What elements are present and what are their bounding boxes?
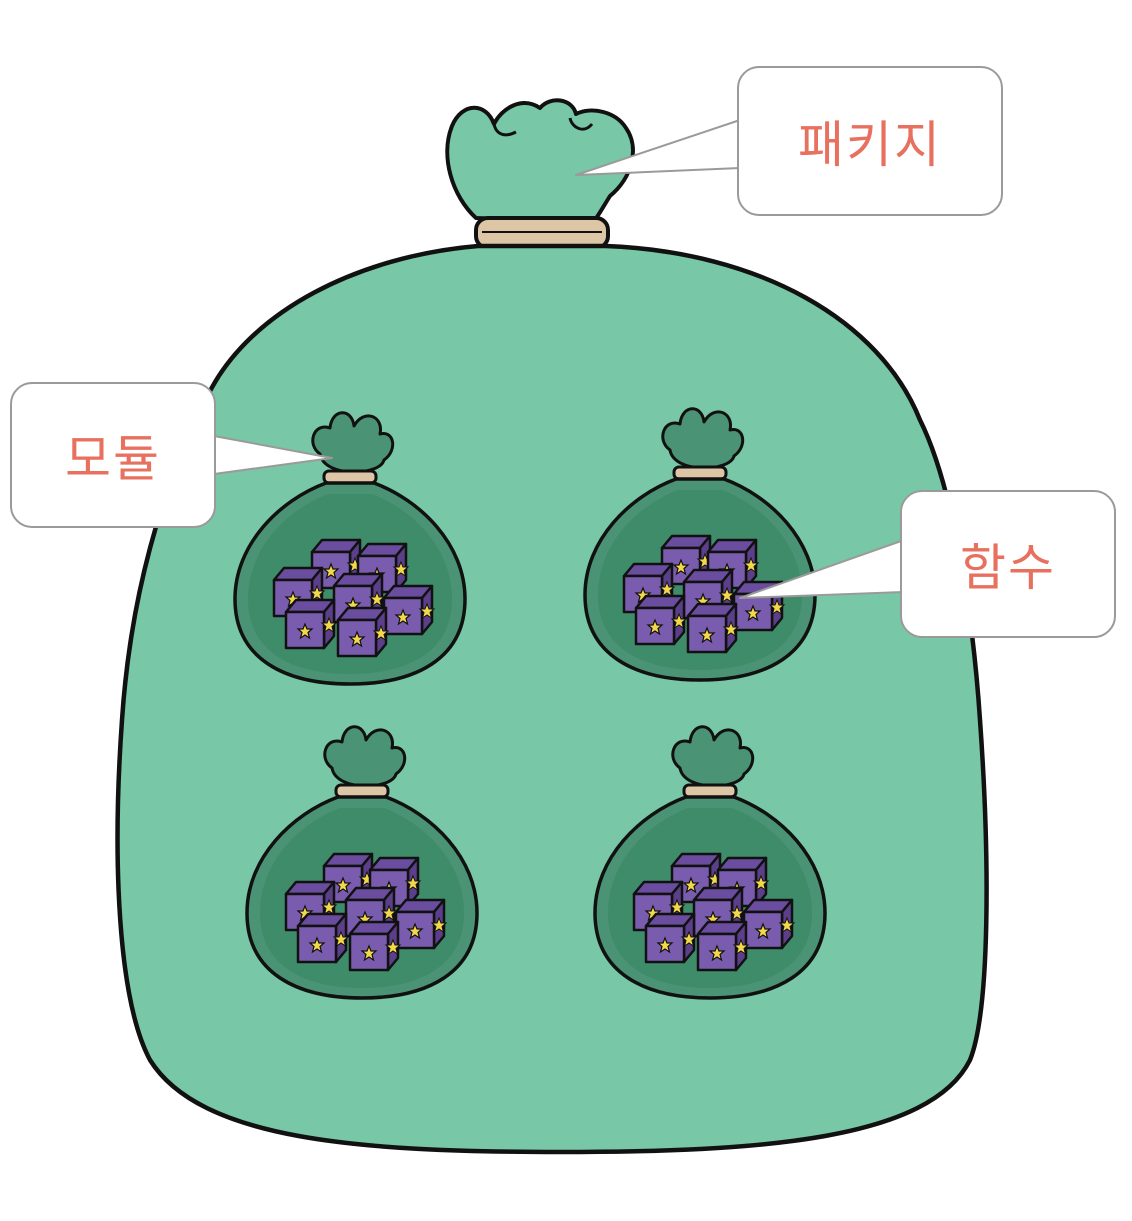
module-label: 모듈 — [65, 430, 161, 488]
package-callout: 패키지 — [737, 66, 1003, 216]
function-callout: 함수 — [900, 490, 1116, 638]
module-callout: 모듈 — [10, 382, 216, 528]
package-label: 패키지 — [798, 116, 942, 174]
function-label: 함수 — [960, 539, 1056, 597]
